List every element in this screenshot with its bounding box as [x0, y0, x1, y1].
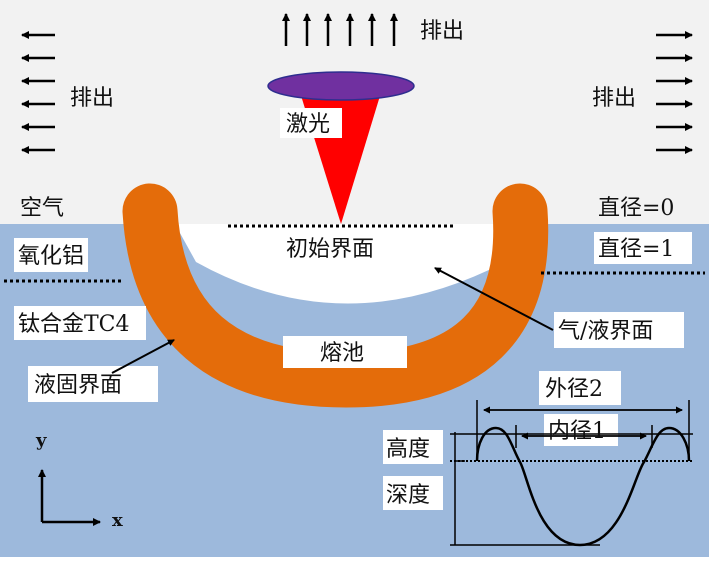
- depth-label: 深度: [386, 483, 430, 508]
- melt-pool: [122, 183, 549, 408]
- profile-inset: [450, 400, 693, 547]
- exhaust-top-label: 排出: [420, 19, 464, 44]
- exhaust-left-label: 排出: [70, 86, 114, 111]
- top-exhaust-arrows: [282, 13, 398, 46]
- laser-label: 激光: [286, 112, 330, 137]
- liquid-solid-label-box: [28, 366, 158, 402]
- laser-lens: [267, 71, 415, 101]
- depth-label-box: [383, 476, 443, 510]
- height-label-box: [383, 430, 443, 464]
- gas-liquid-interface-label: 气/液界面: [558, 319, 653, 344]
- profile-curve: [475, 426, 691, 547]
- diameter-1-label: 直径=1: [598, 237, 674, 262]
- melt-pool-label: 熔池: [320, 341, 364, 366]
- inner-diameter-label: 内径1: [548, 419, 606, 444]
- laser-label-box: [280, 108, 342, 138]
- y-axis-label: y: [35, 430, 47, 451]
- alloy-label: 钛合金TC4: [18, 312, 130, 337]
- diameter-0-label: 直径=0: [598, 196, 674, 221]
- outer-diameter-label-box: [539, 371, 621, 405]
- x-axis-label: x: [112, 510, 123, 531]
- inner-diameter-label-box: [544, 414, 618, 446]
- melt-pool-label-box: [283, 336, 407, 368]
- liquid-solid-interface-label: 液固界面: [34, 373, 122, 398]
- height-label: 高度: [386, 437, 430, 462]
- outer-diameter-label: 外径2: [545, 377, 603, 402]
- air-label: 空气: [20, 196, 64, 221]
- liquid-solid-pointer: [111, 339, 175, 374]
- alumina-label-box: [14, 238, 88, 272]
- gas-liquid-label-box: [554, 312, 684, 348]
- initial-interface-label-box: [262, 230, 424, 264]
- initial-interface-label: 初始界面: [286, 237, 374, 262]
- diameter1-label-box: [594, 232, 692, 264]
- alloy-label-box: [14, 306, 146, 340]
- coordinate-axes: [38, 469, 101, 526]
- right-exhaust-arrows: [656, 31, 693, 154]
- left-exhaust-arrows: [21, 31, 55, 154]
- gas-liquid-pointer: [434, 267, 554, 331]
- alumina-label: 氧化铝: [18, 244, 84, 269]
- exhaust-right-label: 排出: [592, 86, 636, 111]
